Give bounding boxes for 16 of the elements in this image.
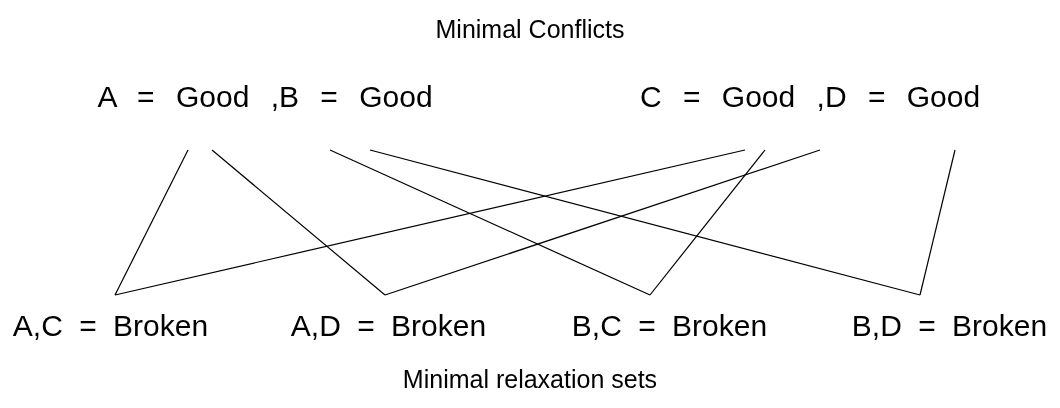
connector-line [384,149,821,296]
connector-line [329,149,651,296]
relaxation-label: A,C = Broken [12,309,209,343]
diagram-title: Minimal Conflicts [435,14,625,44]
condition-label: C = Good ,D = Good [640,80,981,114]
connector-line [114,149,746,296]
connector-line [369,149,921,296]
relaxation-label: B,D = Broken [851,309,1048,343]
diagram-caption: Minimal relaxation sets [402,364,658,394]
relaxation-label: A,D = Broken [290,309,487,343]
connector-line [114,149,189,296]
condition-label: A = Good ,B = Good [97,80,433,114]
connector-line [919,149,956,296]
relaxation-label: B,C = Broken [571,309,768,343]
connector-line [649,149,766,296]
connector-line [211,149,386,296]
